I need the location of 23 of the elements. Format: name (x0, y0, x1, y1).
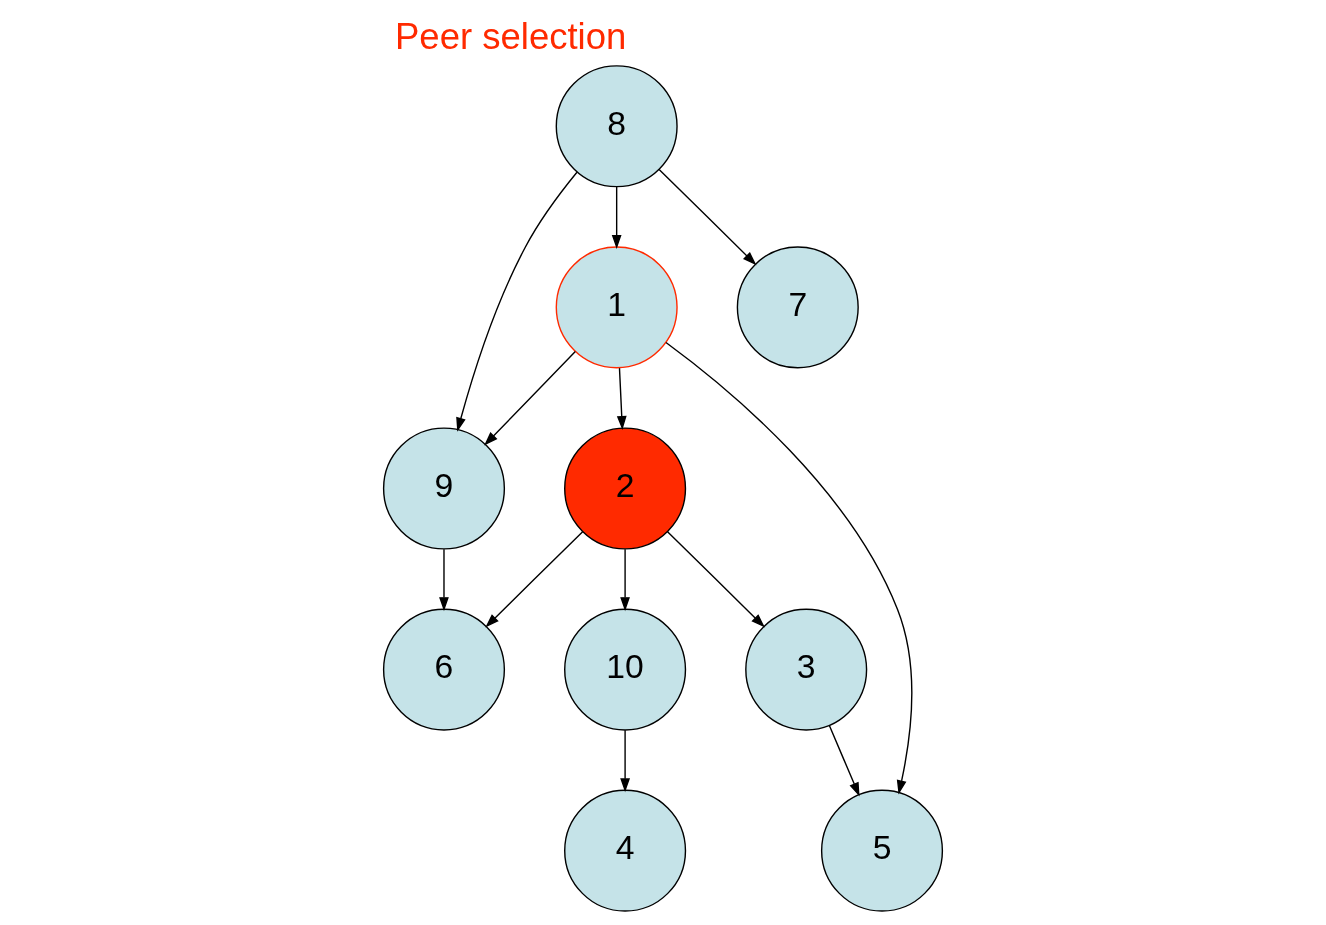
node-circle: 3 (745, 608, 868, 731)
arrow (620, 729, 630, 793)
node-circle: 4 (564, 789, 687, 912)
node-circle: 6 (382, 608, 506, 731)
arrow (485, 531, 584, 628)
arrow (658, 168, 757, 266)
arrow (484, 350, 576, 446)
node-circle: 7 (736, 246, 859, 369)
node-circle: 2 (564, 427, 687, 550)
arrow (439, 548, 449, 612)
arrow (611, 186, 622, 249)
diagram-title: Peer selection (395, 15, 627, 57)
node-circle: 8 (555, 65, 678, 188)
node-circle: 5 (820, 789, 944, 912)
arrow (828, 724, 860, 797)
node-circle: 10 (564, 608, 687, 731)
node-circle: 9 (382, 427, 506, 550)
arrow (616, 367, 627, 431)
arrow (456, 171, 578, 432)
arrow (665, 341, 913, 795)
node-circle: 1 (555, 246, 678, 369)
arrow (666, 531, 765, 628)
arrow (620, 548, 630, 612)
